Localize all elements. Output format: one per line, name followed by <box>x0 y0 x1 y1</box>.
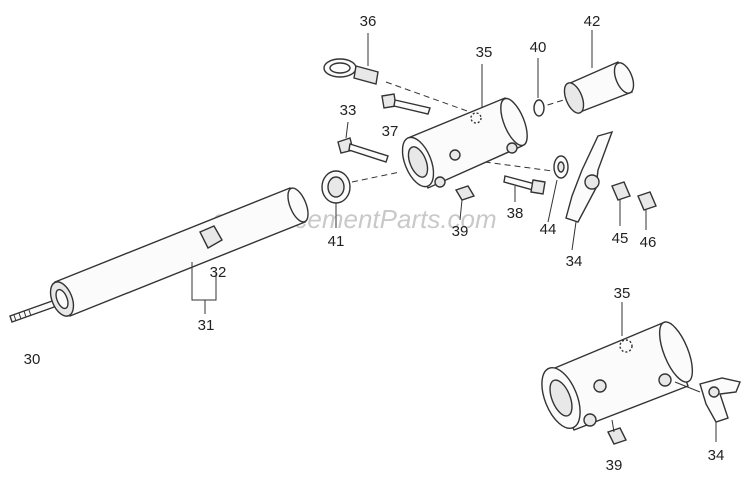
label-part-32: 32 <box>210 264 227 281</box>
label-part-44: 44 <box>540 221 557 238</box>
label-part-30: 30 <box>24 351 41 368</box>
alignment-line <box>385 81 471 113</box>
label-part-45: 45 <box>612 230 629 247</box>
part-30-threaded-rod <box>9 299 58 323</box>
part-36-eye-bolt <box>323 33 379 85</box>
part-33-bolt <box>337 121 389 163</box>
label-part-38: 38 <box>507 205 524 222</box>
label-part-31: 31 <box>198 317 215 334</box>
alignment-line <box>351 171 401 183</box>
part-38-bolt <box>503 175 546 202</box>
part-39-nut-bottom <box>607 419 627 445</box>
label-part-36: 36 <box>360 13 377 30</box>
part-41-bearing <box>321 170 351 228</box>
label-part-39-top: 39 <box>452 223 469 240</box>
part-35-clamp-housing-top <box>401 64 528 189</box>
part-35-clamp-housing-bottom <box>541 302 694 431</box>
label-part-42: 42 <box>584 13 601 30</box>
label-part-41: 41 <box>328 233 345 250</box>
label-part-39-bottom: 39 <box>606 457 623 474</box>
label-part-46: 46 <box>640 234 657 251</box>
label-part-34-bottom: 34 <box>708 447 725 464</box>
part-31-long-tube <box>49 187 309 317</box>
alignment-line <box>454 157 561 173</box>
part-39-nut-top <box>454 185 476 221</box>
part-42-sleeve <box>563 30 635 114</box>
part-40-ring <box>533 58 545 117</box>
part-46-cap-nut <box>637 191 657 230</box>
part-44-washer <box>547 155 569 223</box>
label-part-35-top: 35 <box>476 44 493 61</box>
label-part-40: 40 <box>530 39 547 56</box>
part-45-nut <box>611 181 631 226</box>
label-part-34-top: 34 <box>566 253 583 270</box>
part-31-bracket <box>191 262 217 301</box>
part-32-square-nut <box>199 225 223 249</box>
label-part-33: 33 <box>340 102 357 119</box>
label-part-37: 37 <box>382 123 399 140</box>
label-part-35-bottom: 35 <box>614 285 631 302</box>
part-34-knob-bottom <box>674 377 741 442</box>
part-34-knob-top <box>565 130 614 251</box>
part-37-bolt <box>381 93 431 115</box>
